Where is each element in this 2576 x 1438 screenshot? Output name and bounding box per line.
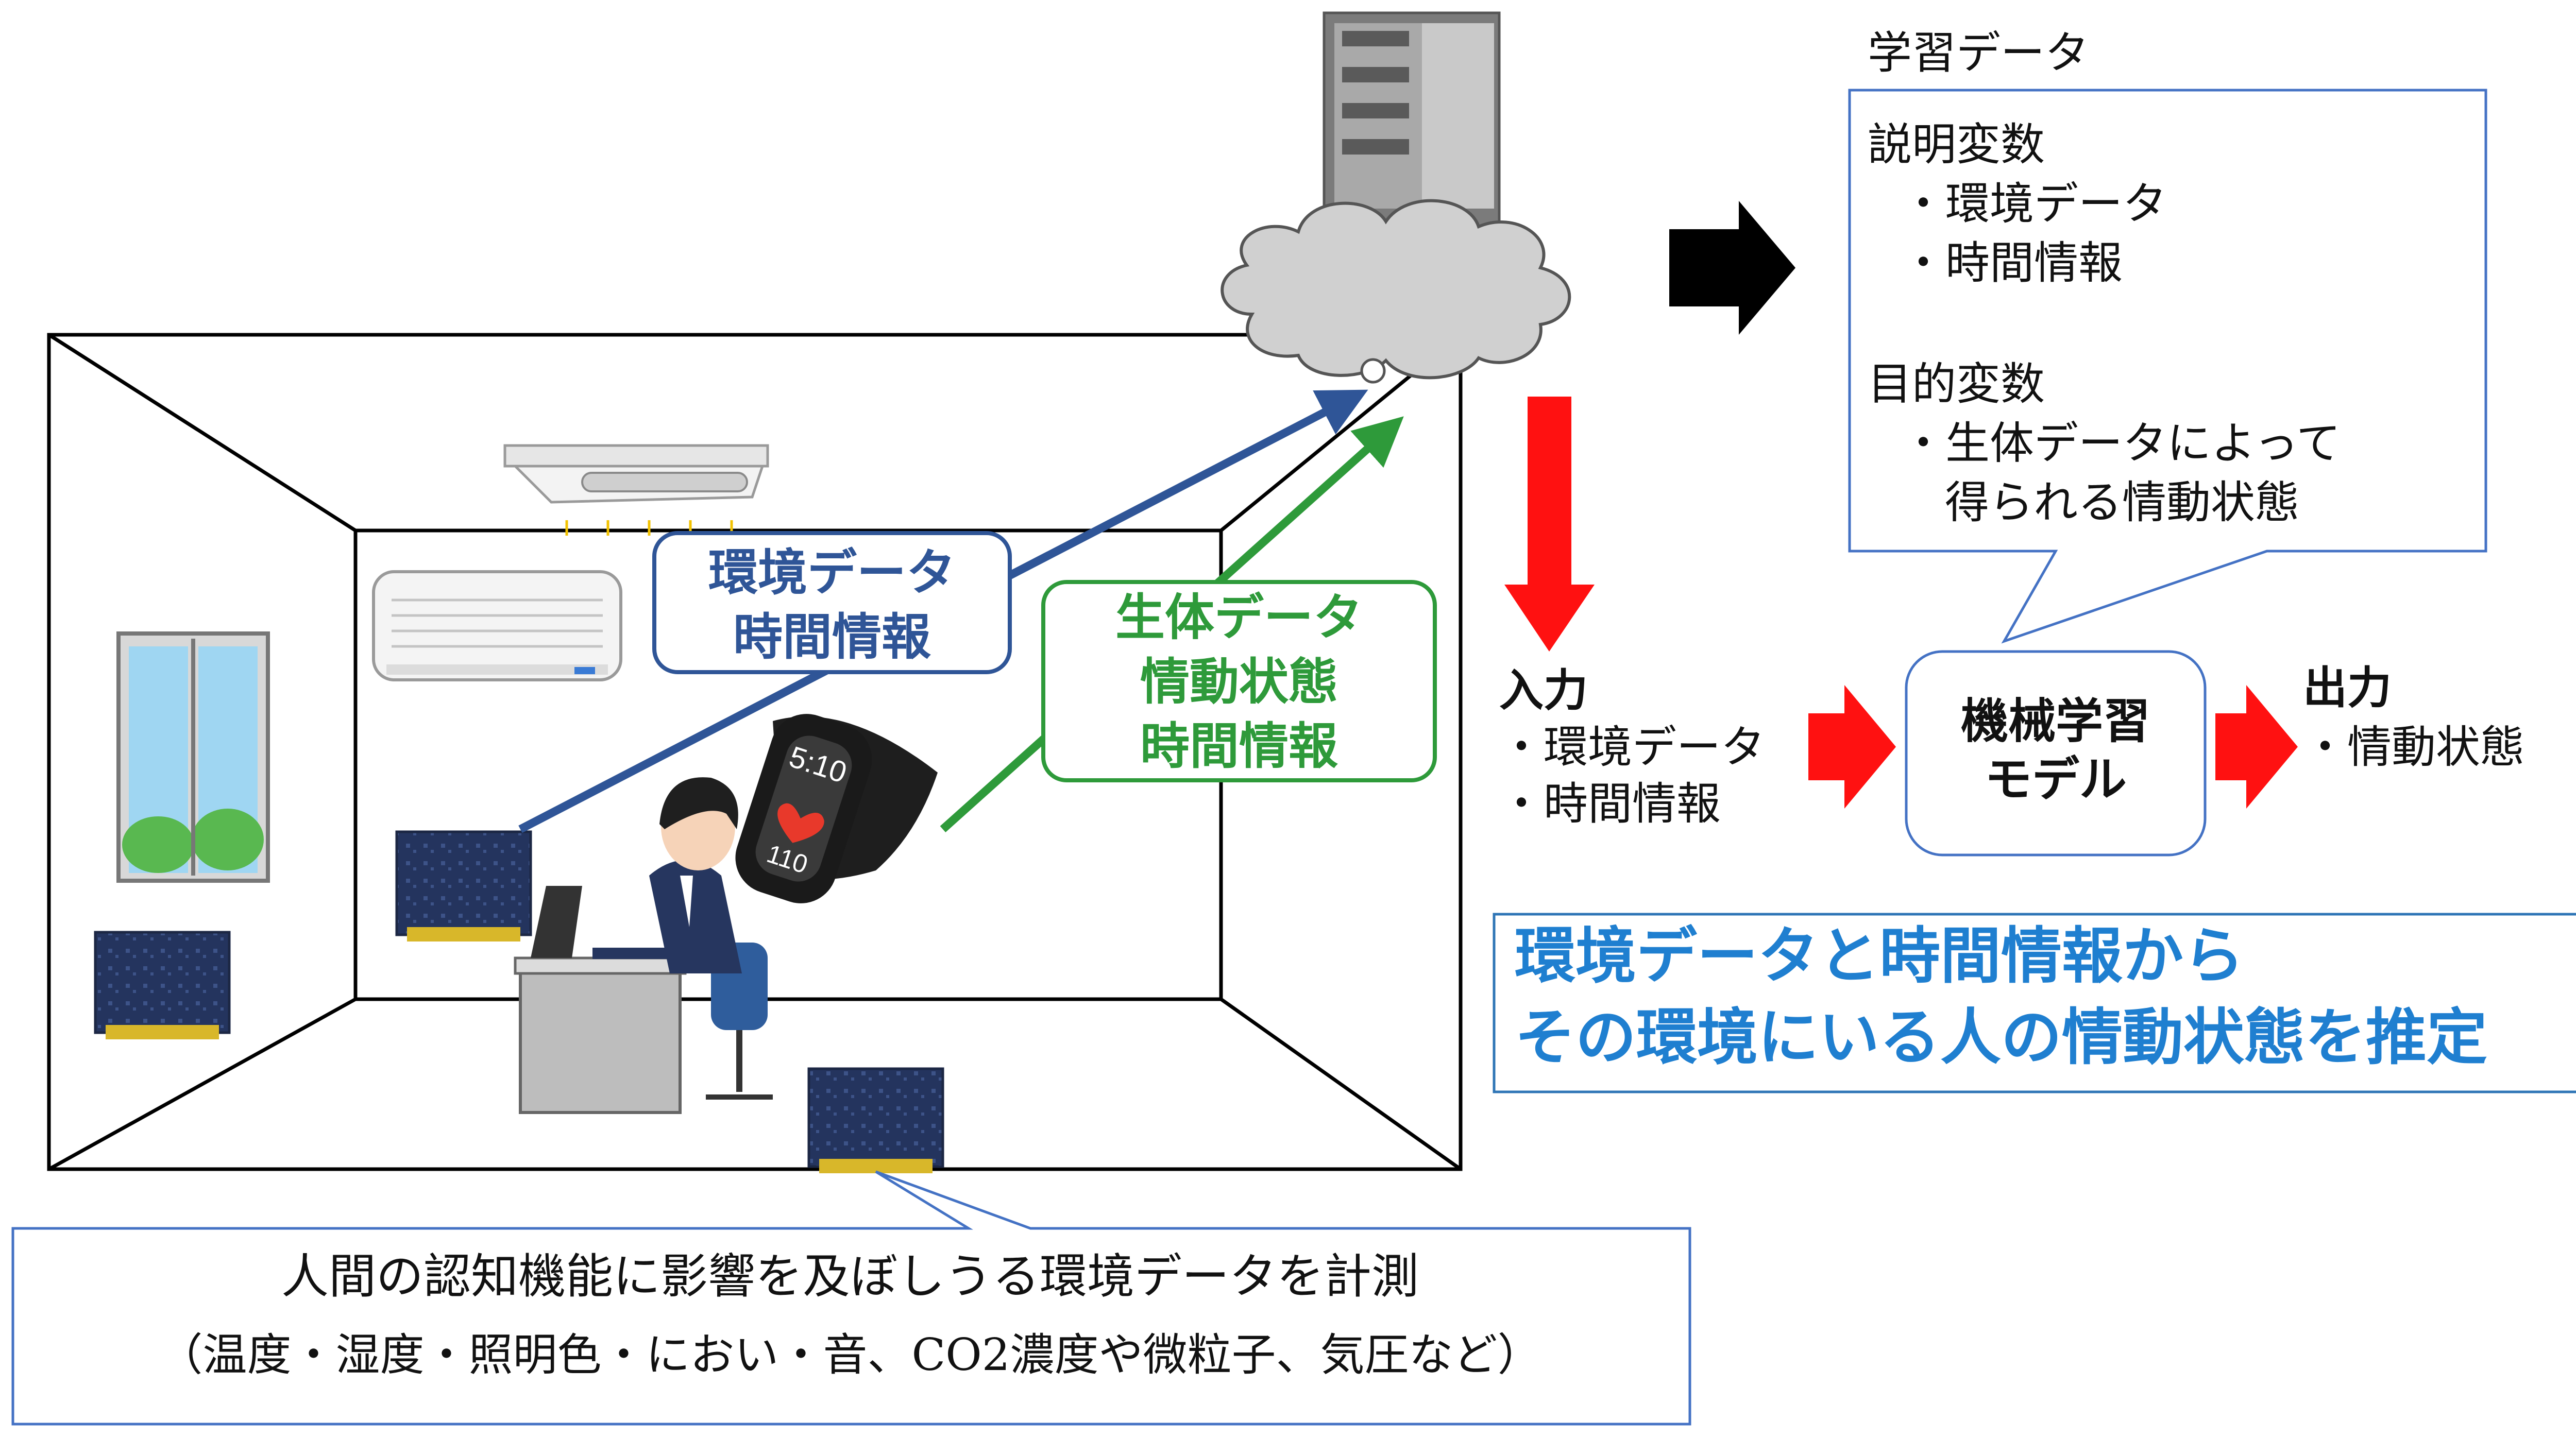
summary-box: [1493, 913, 2576, 1093]
bio-label-line2: 情動状態: [1140, 653, 1338, 711]
bio-label-box: [1041, 580, 1437, 782]
measurement-line2: （温度・湿度・照明色・におい・音、CO2濃度や微粒子、気圧など）: [158, 1329, 1541, 1381]
bio-label-line3: 時間情報: [1140, 717, 1338, 775]
red-right-arrow-input: [1808, 685, 1896, 809]
bio-label-line1: 生体データ: [1115, 589, 1363, 646]
output-heading: 出力: [2303, 662, 2392, 714]
ml-model-line2: モデル: [1985, 752, 2127, 807]
training-data-callout: [1848, 89, 2487, 644]
explanatory-heading: 説明変数: [1868, 119, 2045, 170]
target-item-line2: 得られる情動状態: [1945, 477, 2299, 528]
env-label-box: [652, 531, 1012, 674]
sensor-board-icon: [807, 1067, 944, 1173]
black-right-arrow: [1669, 201, 1795, 335]
summary-line2: その環境にいる人の情動状態を推定: [1515, 1002, 2487, 1073]
input-item-2: ・時間情報: [1499, 778, 1721, 830]
summary-line1: 環境データと時間情報から: [1515, 920, 2244, 991]
room: [47, 333, 1463, 1171]
env-label-line2: 時間情報: [733, 608, 931, 666]
input-item-1: ・環境データ: [1499, 722, 1765, 773]
measurement-line1: 人間の認知機能に影響を及ぼしうる環境データを計測: [281, 1249, 1419, 1304]
window-icon: [116, 631, 270, 883]
measurement-callout: [11, 1170, 1691, 1426]
red-right-arrow-output: [2215, 685, 2298, 809]
explanatory-item-2: ・時間情報: [1901, 237, 2123, 289]
target-heading: 目的変数: [1868, 358, 2045, 410]
explanatory-item-1: ・環境データ: [1901, 178, 2167, 230]
air-conditioner-icon: [372, 570, 622, 681]
smartwatch-icon: 5:10 110: [735, 714, 938, 903]
ml-model-line1: 機械学習: [1961, 694, 2150, 749]
target-item-line1: ・生体データによって: [1901, 418, 2341, 469]
sensor-board-icon: [94, 931, 231, 1039]
ceiling-device-icon: [503, 444, 769, 536]
ml-model-box: [1905, 650, 2207, 857]
sensor-board-icon: [395, 830, 532, 941]
server-icon: [1323, 11, 1501, 231]
person-at-desk-icon: [514, 777, 773, 1114]
output-item: ・情動状態: [2303, 722, 2524, 773]
env-label-line1: 環境データ: [708, 544, 956, 602]
red-down-arrow: [1504, 397, 1595, 652]
input-heading: 入力: [1499, 665, 1588, 716]
training-data-title: 学習データ: [1868, 27, 2089, 79]
cloud-icon: [1221, 199, 1571, 384]
